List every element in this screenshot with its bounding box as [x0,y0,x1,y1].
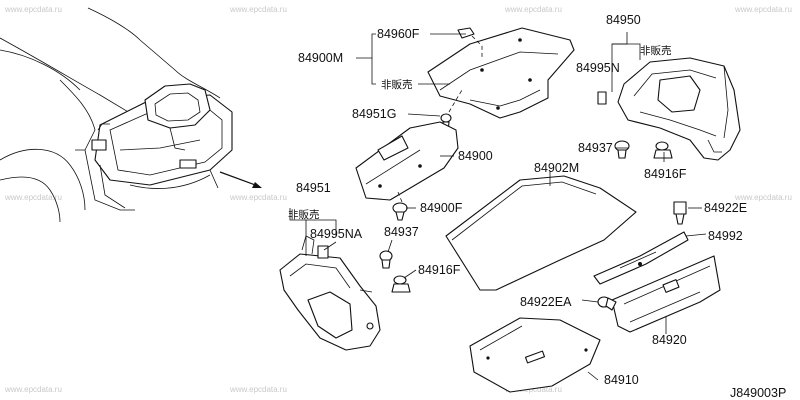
watermark: www.epcdata.ru [229,5,287,14]
label-84951G: 84951G [352,107,396,121]
watermark: www.epcdata.ru [4,5,62,14]
direction-arrow [219,171,262,188]
watermark: www.epcdata.ru [4,385,62,394]
part-labels: 84960F 84900M 非販売 84950 非販売 84995N 84951… [288,13,786,400]
label-84916F-right: 84916F [644,167,687,181]
watermark: www.epcdata.ru [4,193,62,202]
label-84950: 84950 [606,13,641,27]
watermark: www.epcdata.ru [504,385,562,394]
part-84937-clip-lh [379,250,393,269]
leader-lines [289,32,707,381]
label-84995NA: 84995NA [310,227,363,241]
label-84937-right: 84937 [578,141,613,155]
label-84920: 84920 [652,333,687,347]
part-84960F-clip [457,27,483,60]
label-not-for-sale-left: 非販売 [288,208,320,221]
label-84922E: 84922E [704,201,747,215]
part-84900M-lid-finisher [427,27,575,119]
reference-code: J849003P [730,386,786,400]
part-84922EA-clip [597,296,617,311]
watermark: www.epcdata.ru [734,193,792,202]
label-84960F: 84960F [377,27,420,41]
part-84992-trim [593,231,689,285]
label-not-for-sale-upper: 非販売 [381,78,413,91]
part-84951-side-finisher-lh [279,235,381,351]
part-84916F-clip-rh [653,141,673,159]
part-84910-spare-cover [469,317,601,393]
part-84902M-trunk-floor-mat [445,175,637,291]
part-84900-board [355,121,459,201]
label-84900: 84900 [458,149,493,163]
label-84900M: 84900M [298,51,343,65]
label-not-for-sale-right: 非販売 [640,44,672,57]
part-84916F-clip-lh [391,275,411,293]
label-84922EA: 84922EA [520,295,572,309]
watermark: www.epcdata.ru [734,5,792,14]
label-84937-left: 84937 [384,225,419,239]
label-84916F-left: 84916F [418,263,461,277]
watermark: www.epcdata.ru [229,385,287,394]
watermark: www.epcdata.ru [504,5,562,14]
label-84900F: 84900F [420,201,463,215]
part-84937-clip-rh [614,140,630,159]
label-84992: 84992 [708,229,743,243]
label-84995N: 84995N [576,61,620,75]
part-84922E-clip [673,201,687,225]
part-84920-rear-finisher [611,255,721,333]
label-84951: 84951 [296,181,331,195]
car-body-illustration [0,7,233,223]
watermark: www.epcdata.ru [229,193,287,202]
label-84902M: 84902M [534,161,579,175]
part-84950-side-finisher-rh [597,57,741,161]
label-84910: 84910 [604,373,639,387]
